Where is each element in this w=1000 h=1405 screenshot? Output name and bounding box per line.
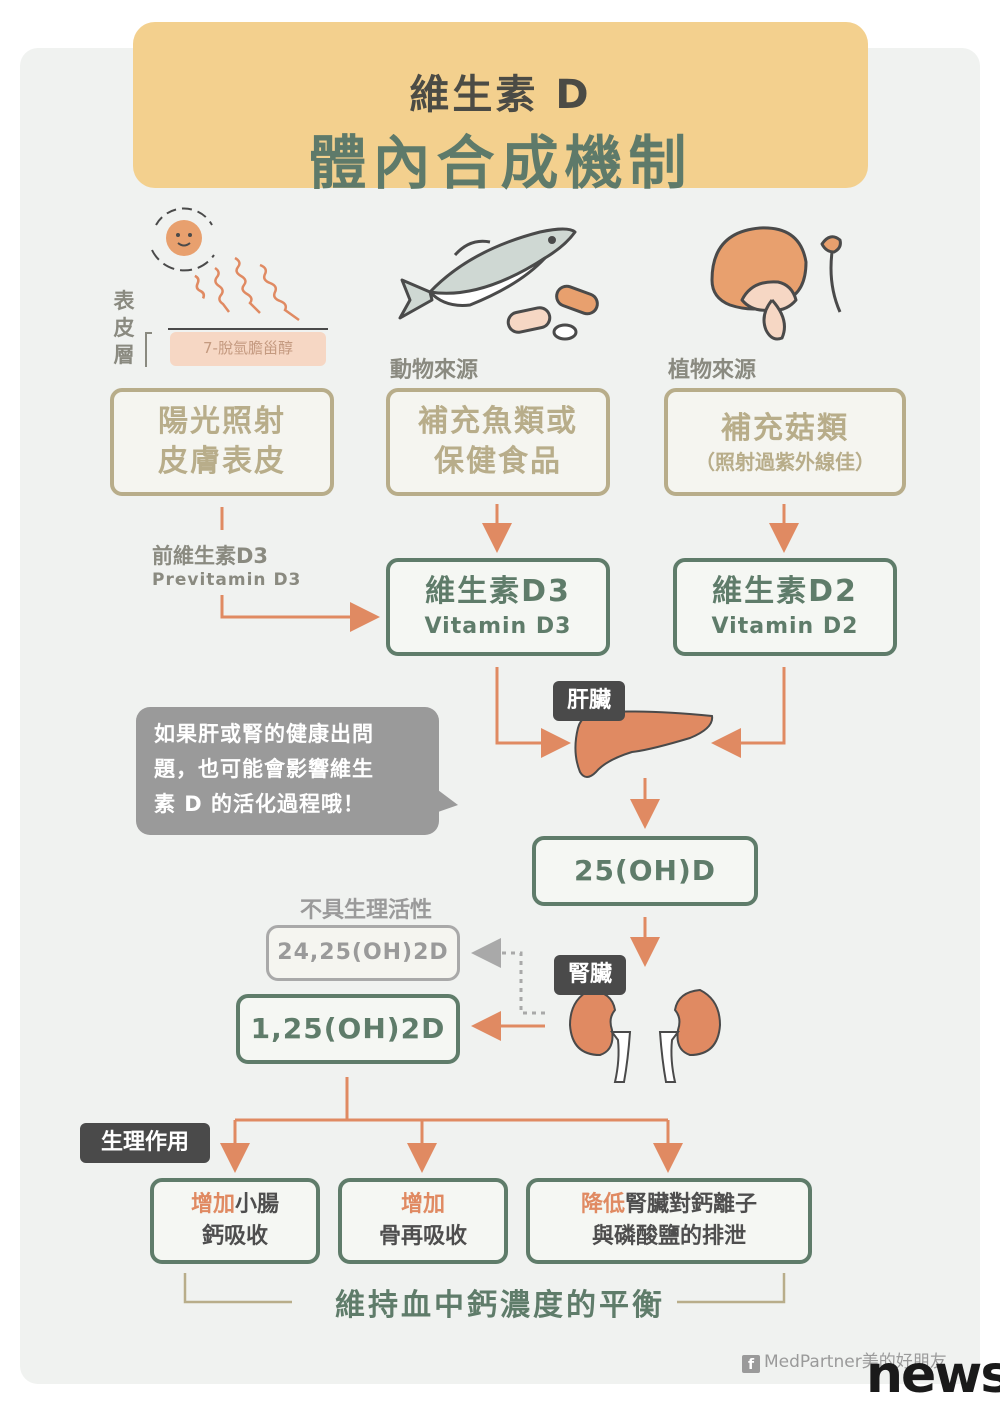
effect-3-rest: 腎臟對鈣離子 bbox=[625, 1192, 758, 1217]
vitamin-d2-box: 維生素D2 Vitamin D2 bbox=[673, 558, 897, 656]
effect-2-line-1: 增加 bbox=[401, 1189, 445, 1221]
calcidiol-text: 25(OH)D bbox=[573, 854, 717, 887]
sunlight-line-2: 皮膚表皮 bbox=[158, 444, 286, 479]
animal-line-2: 保健食品 bbox=[434, 444, 562, 479]
effect-kidney-box: 降低腎臟對鈣離子 與磷酸鹽的排泄 bbox=[526, 1178, 812, 1264]
previtamin-zh-label: 前維生素D3 bbox=[152, 544, 269, 568]
title-line-1: 維生素 D bbox=[409, 72, 592, 118]
title-line-2: 體內合成機制 bbox=[308, 129, 693, 197]
d3-zh: 維生素D3 bbox=[425, 574, 571, 609]
effects-tag: 生理作用 bbox=[80, 1123, 210, 1163]
bubble-line-3: 素 D 的活化過程哦！ bbox=[154, 792, 366, 816]
sunlight-skin-box: 陽光照射 皮膚表皮 bbox=[110, 388, 334, 496]
vitamin-d3-box: 維生素D3 Vitamin D3 bbox=[386, 558, 610, 656]
facebook-icon: f bbox=[742, 1355, 760, 1373]
effect-3-highlight: 降低 bbox=[580, 1192, 625, 1217]
previtamin-en-label: Previtamin D3 bbox=[152, 570, 302, 590]
active-form-box: 1,25(OH)2D bbox=[236, 994, 460, 1064]
calcium-balance-label: 維持血中鈣濃度的平衡 bbox=[335, 1288, 665, 1323]
effect-1-rest: 小腸 bbox=[235, 1192, 280, 1217]
d2-en: Vitamin D2 bbox=[711, 614, 859, 639]
inactive-label: 不具生理活性 bbox=[300, 898, 433, 923]
news-watermark: news bbox=[866, 1345, 1000, 1405]
kidneys-icon bbox=[568, 988, 722, 1083]
skin-bracket bbox=[145, 332, 152, 367]
pills-icon bbox=[506, 284, 599, 341]
plant-source-label: 植物來源 bbox=[668, 358, 757, 383]
arrow-d2-to-liver bbox=[711, 667, 786, 758]
epidermis-label: 表皮層 bbox=[113, 289, 135, 367]
mushroom-icon bbox=[710, 226, 842, 341]
uv-rays-icon bbox=[194, 256, 300, 322]
effect-2-highlight: 增加 bbox=[400, 1192, 445, 1217]
calcidiol-box: 25(OH)D bbox=[532, 836, 758, 906]
effects-branch-line bbox=[235, 1077, 668, 1122]
bubble-line-1: 如果肝或腎的健康出問 bbox=[154, 722, 374, 746]
kidney-tag: 腎臟 bbox=[554, 955, 626, 995]
animal-source-label: 動物來源 bbox=[390, 358, 479, 383]
compound-tag-bg bbox=[170, 332, 326, 366]
brand-name: MedPartner美的好朋友 bbox=[764, 1352, 947, 1372]
inactive-form-text: 24,25(OH)2D bbox=[277, 940, 449, 965]
compound-label: 7-脫氫膽甾醇 bbox=[203, 339, 293, 357]
sun-icon bbox=[151, 207, 215, 272]
d2-zh: 維生素D2 bbox=[712, 574, 858, 609]
effect-1-line-1: 增加小腸 bbox=[191, 1189, 279, 1221]
sunlight-line-1: 陽光照射 bbox=[158, 404, 286, 439]
effect-2-line-2: 骨再吸收 bbox=[378, 1224, 467, 1249]
liver-icon bbox=[574, 710, 714, 778]
d3-en: Vitamin D3 bbox=[424, 614, 572, 639]
arrow-d3-to-liver bbox=[495, 667, 571, 758]
fish-icon bbox=[398, 227, 577, 320]
plant-line-2: （照射過紫外線佳） bbox=[695, 450, 875, 474]
bubble-line-2: 題，也可能會影響維生 bbox=[154, 757, 374, 781]
inactive-form-box: 24,25(OH)2D bbox=[266, 925, 460, 981]
effect-1-line-2: 鈣吸收 bbox=[201, 1224, 268, 1249]
effect-3-line-1: 降低腎臟對鈣離子 bbox=[581, 1189, 757, 1221]
mushroom-box: 補充菇類 （照射過紫外線佳） bbox=[664, 388, 906, 496]
balance-bracket-right bbox=[677, 1273, 786, 1304]
effect-intestine-box: 增加小腸 鈣吸收 bbox=[150, 1178, 320, 1264]
effect-1-highlight: 增加 bbox=[190, 1192, 235, 1217]
effect-3-line-2: 與磷酸鹽的排泄 bbox=[591, 1224, 746, 1249]
title-banner: 維生素 D 體內合成機制 bbox=[133, 22, 868, 197]
warning-bubble: 如果肝或腎的健康出問 題，也可能會影響維生 素 D 的活化過程哦！ bbox=[136, 707, 439, 835]
liver-tag: 肝臟 bbox=[553, 681, 625, 721]
arrow-kidney-to-inactive bbox=[471, 938, 545, 1015]
plant-line-1: 補充菇類 bbox=[721, 411, 849, 446]
arrow-previtamin-to-d3 bbox=[220, 595, 380, 632]
balance-bracket-left bbox=[183, 1273, 292, 1304]
effect-bone-box: 增加 骨再吸收 bbox=[338, 1178, 508, 1264]
bubble-tail bbox=[438, 790, 458, 812]
fish-supplement-box: 補充魚類或 保健食品 bbox=[386, 388, 610, 496]
active-form-text: 1,25(OH)2D bbox=[250, 1012, 446, 1045]
animal-line-1: 補充魚類或 bbox=[418, 404, 578, 439]
